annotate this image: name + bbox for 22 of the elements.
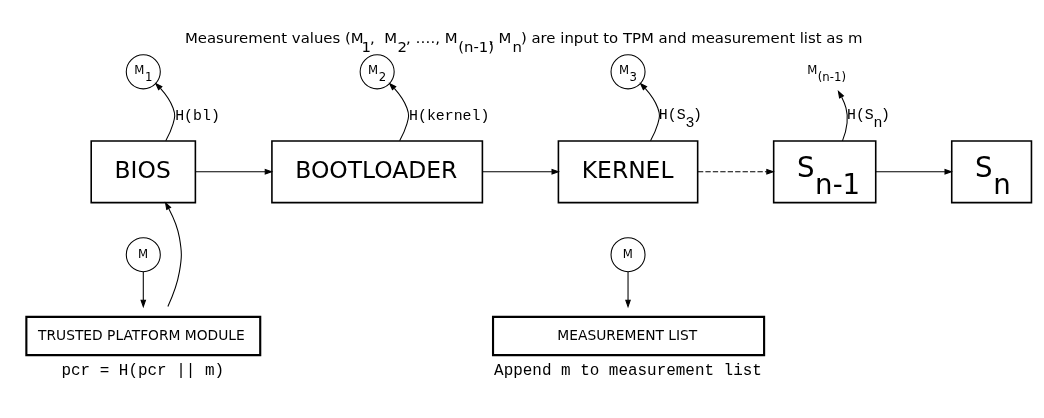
edge-label: H(bl) xyxy=(175,107,220,124)
arrow xyxy=(697,168,775,175)
arrow xyxy=(625,270,631,308)
node-label: Append m to measurement list xyxy=(494,361,762,380)
node-box: MEASUREMENT LIST xyxy=(491,315,766,356)
arrow xyxy=(388,81,410,141)
arrow xyxy=(875,168,953,175)
arrow xyxy=(837,89,848,141)
node-circle: M xyxy=(125,236,161,272)
arrow xyxy=(140,270,147,308)
node-box: BIOS xyxy=(90,139,197,203)
arrow xyxy=(195,168,274,175)
node-label: pcr = H(pcr || m) xyxy=(61,361,225,380)
arrow xyxy=(164,200,182,307)
node-box: KERNEL xyxy=(557,139,699,203)
arrow xyxy=(154,81,176,141)
node-box: TRUSTED PLATFORM MODULE xyxy=(25,315,262,356)
arrow xyxy=(482,168,560,175)
edge-label: H(kernel) xyxy=(409,107,490,124)
arrow xyxy=(639,81,660,141)
node-circle: M xyxy=(610,236,646,272)
node-box: BOOTLOADER xyxy=(271,139,484,203)
